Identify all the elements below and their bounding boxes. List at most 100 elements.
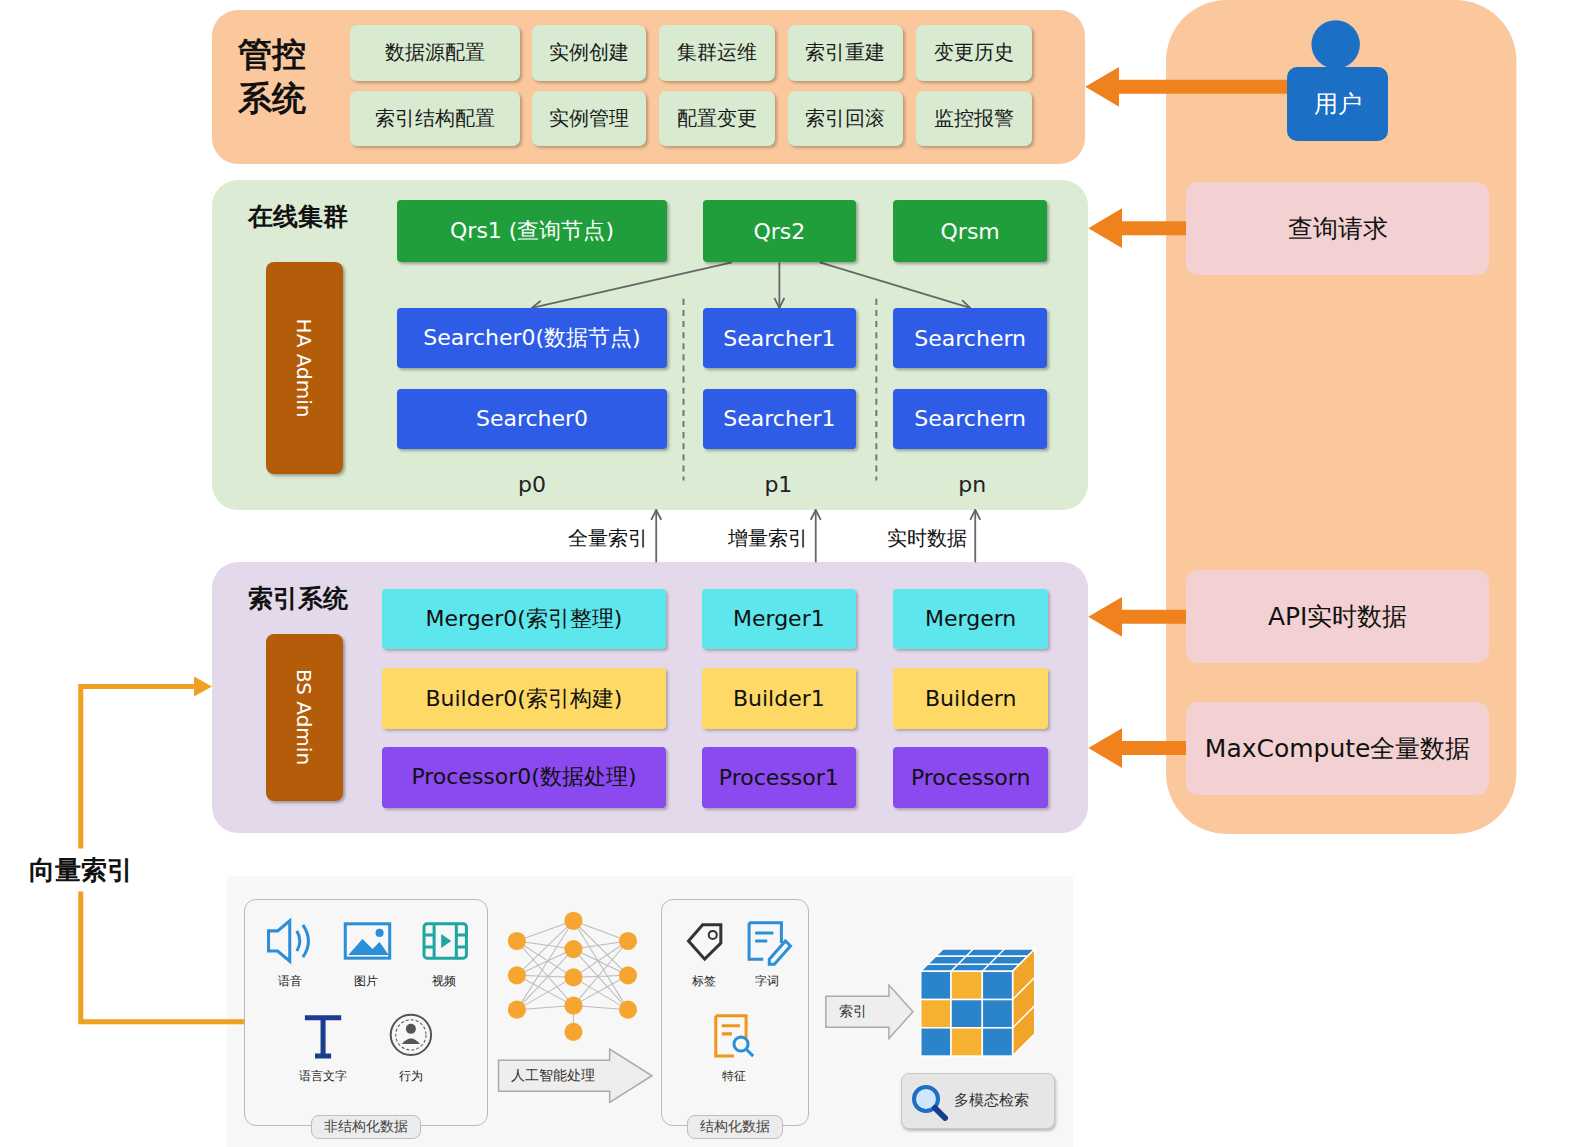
edge-label: 实时数据 <box>885 525 969 552</box>
source-box: 查询请求 <box>1186 182 1489 275</box>
node-label: 索引结构配置 <box>375 105 495 132</box>
node-label: 索引回滚 <box>805 105 885 132</box>
arrow-outline <box>825 984 914 1040</box>
connector <box>1109 80 1287 94</box>
icon-caption: 语言文字 <box>299 1068 347 1085</box>
band-heading: 索引系统 <box>248 582 348 615</box>
partition-dividers <box>683 299 876 481</box>
admin-box: HA Admin <box>266 262 344 474</box>
node-label: Processorn <box>911 765 1031 790</box>
node-label: Searchern <box>914 326 1026 351</box>
source-box: API实时数据 <box>1186 570 1489 663</box>
icon-caption: 视频 <box>432 973 456 990</box>
node-label: 人工智能处理 <box>497 1067 595 1085</box>
arrow-body <box>826 985 913 1038</box>
partition-label: p1 <box>764 471 792 496</box>
query-node: Qrsm <box>893 200 1046 263</box>
node-label: Qrs2 <box>753 219 805 244</box>
node-label: Builder0(索引构建) <box>425 684 622 714</box>
node-label: Qrsm <box>941 219 1000 244</box>
user-icon: 用户 <box>1287 67 1388 142</box>
node-label: 查询请求 <box>1288 212 1388 245</box>
user-column <box>1166 0 1516 834</box>
merger-node: Merger1 <box>702 589 856 650</box>
edge-label: 全量索引 <box>566 525 650 552</box>
partition-label: pn <box>958 471 986 496</box>
control-box: 实例创建 <box>532 25 646 81</box>
connector <box>778 262 780 307</box>
index-band: 索引系统BS AdminMerger0(索引整理)Merger1MergernB… <box>212 562 1088 833</box>
node-label: Searchern <box>914 406 1026 431</box>
icon-caption: 语音 <box>278 973 302 990</box>
magnifier-icon <box>910 1083 948 1121</box>
online-band: 在线集群HA AdminQrs1 (查询节点)Qrs2QrsmSearcher0… <box>212 180 1088 510</box>
node-label: Processor1 <box>719 765 839 790</box>
connector <box>1112 610 1186 624</box>
data-group: 结构化数据 <box>661 899 808 1126</box>
control-box: 索引重建 <box>788 25 902 81</box>
control-box: 数据源配置 <box>350 25 520 81</box>
band-heading: 管控 系统 <box>238 32 309 120</box>
control-box: 索引回滚 <box>788 91 902 147</box>
node-label: 集群运维 <box>677 39 757 66</box>
searcher-node: Searcher1 <box>703 308 856 369</box>
icons <box>269 921 791 1056</box>
node-label: 变更历史 <box>934 39 1014 66</box>
connector <box>974 510 976 563</box>
node-label: 数据源配置 <box>385 39 485 66</box>
icon-caption: 标签 <box>692 973 716 990</box>
builder-node: Builder1 <box>702 668 856 729</box>
connector <box>1112 221 1186 235</box>
control-box: 索引结构配置 <box>350 91 520 147</box>
icon-caption: 图片 <box>354 973 378 990</box>
node-label: 监控报警 <box>934 105 1014 132</box>
control-box: 配置变更 <box>659 91 775 147</box>
edge-label: 向量索引 <box>27 849 135 892</box>
node-label: Merger1 <box>733 606 825 631</box>
connector <box>655 510 657 563</box>
connector <box>1112 741 1186 755</box>
partition-label: p0 <box>518 471 546 496</box>
group-tab: 非结构化数据 <box>311 1115 421 1139</box>
node-label: Processor0(数据处理) <box>411 762 636 792</box>
node-label: Searcher1 <box>723 326 835 351</box>
control-box: 变更历史 <box>916 25 1032 81</box>
control-box: 集群运维 <box>659 25 775 81</box>
node-label: Merger0(索引整理) <box>425 604 622 634</box>
node-label: HA Admin <box>292 319 316 418</box>
query-node: Qrs2 <box>703 200 856 263</box>
searcher-node: Searchern <box>893 389 1046 450</box>
node-label: 用户 <box>1314 88 1362 120</box>
node-label: Buildern <box>925 686 1016 711</box>
connector <box>815 510 817 563</box>
node-label: Searcher1 <box>723 406 835 431</box>
node-label: 配置变更 <box>677 105 757 132</box>
processor-node: Processor1 <box>702 747 856 808</box>
node-label: Qrs1 (查询节点) <box>450 216 614 246</box>
neural-net <box>508 912 637 1041</box>
search-button: 多模态检索 <box>901 1073 1055 1129</box>
node-label: BS Admin <box>292 669 316 765</box>
node-label: Searcher0 <box>476 406 588 431</box>
searcher-node: Searcher1 <box>703 389 856 450</box>
connector <box>820 262 970 307</box>
node-label: Searcher0(数据节点) <box>423 323 640 353</box>
builder-node: Buildern <box>893 668 1047 729</box>
source-box: MaxCompute全量数据 <box>1186 702 1489 795</box>
node-label: Builder1 <box>733 686 825 711</box>
processor-node: Processorn <box>893 747 1047 808</box>
admin-box: BS Admin <box>266 634 344 801</box>
data-group: 非结构化数据 <box>244 899 487 1126</box>
icon-caption: 字词 <box>755 973 779 990</box>
node-label: 索引重建 <box>805 39 885 66</box>
processor-node: Processor0(数据处理) <box>382 747 667 808</box>
process-arrow: 人工智能处理 <box>497 1048 653 1104</box>
edge-label: 增量索引 <box>726 525 810 552</box>
node-label: MaxCompute全量数据 <box>1205 732 1471 765</box>
control-box: 监控报警 <box>916 91 1032 147</box>
node-label: API实时数据 <box>1268 600 1408 633</box>
node-label: 实例管理 <box>549 105 629 132</box>
searcher-node: Searcher0(数据节点) <box>397 308 668 369</box>
icon-caption: 行为 <box>399 1068 423 1085</box>
